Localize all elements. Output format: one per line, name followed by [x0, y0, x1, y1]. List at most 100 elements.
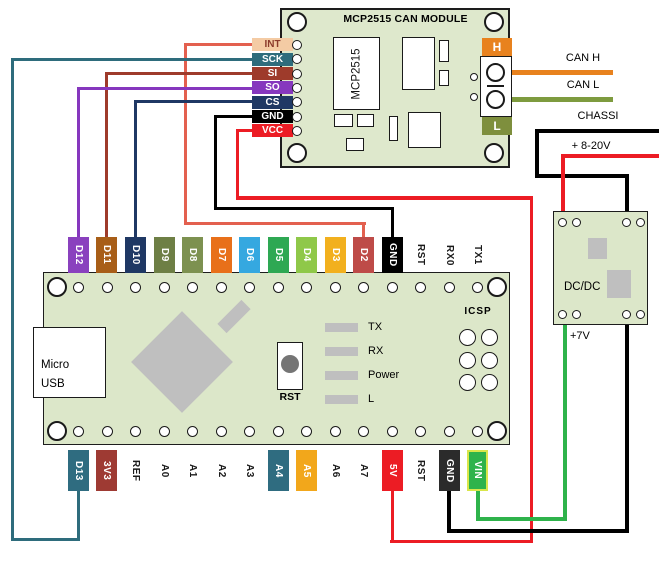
- mcp-pin-vcc: VCC: [252, 124, 293, 137]
- arduino-pin-hole: [443, 425, 455, 437]
- supply-wire: [561, 154, 659, 158]
- pin-d8: D8: [182, 237, 203, 273]
- arduino-pin-hole: [215, 425, 227, 437]
- chassis-wire: [535, 174, 629, 178]
- int-wire: [362, 222, 365, 238]
- icsp-pin-hole: [480, 373, 498, 391]
- usb-label-line2: USB: [41, 377, 65, 390]
- pin-d10: D10: [125, 237, 146, 273]
- arduino-pin-hole: [329, 425, 341, 437]
- pin-a6: A6: [330, 463, 341, 478]
- module-pin-hole: [292, 126, 302, 136]
- gnd-wire: [391, 207, 394, 238]
- dcdc-pin-hole: [621, 309, 631, 319]
- module-component: [439, 70, 449, 86]
- arduino-pin-hole: [130, 425, 142, 437]
- dcdc-pin-hole: [621, 217, 631, 227]
- pin-d5: D5: [268, 237, 289, 273]
- vcc-wire: [390, 539, 533, 543]
- vcc-wire: [236, 196, 533, 200]
- arduino-pin-hole: [101, 425, 113, 437]
- arduino-pin-hole: [244, 281, 256, 293]
- sck-wire: [77, 489, 80, 541]
- icsp-pin-hole: [480, 328, 498, 346]
- module-component: [439, 40, 449, 62]
- mcp-pin-so: SO: [252, 81, 293, 94]
- arduino-pin-hole: [301, 281, 313, 293]
- dcdc-pin-hole: [635, 217, 645, 227]
- mcp-pin-int: INT: [252, 38, 293, 51]
- pin-gnd-bottom: GND: [439, 450, 460, 491]
- vout-wire: [476, 517, 567, 521]
- arduino-pin-hole: [386, 425, 398, 437]
- supply-label: + 8-20V: [571, 140, 611, 152]
- pin-a0: A0: [159, 463, 170, 478]
- icsp-pin-hole: [458, 328, 476, 346]
- terminal-divider: [487, 85, 504, 87]
- mcp-pin-sck: SCK: [252, 53, 293, 66]
- icsp-pin-hole: [480, 351, 498, 369]
- cs-wire: [134, 100, 252, 103]
- mcp2515-chip: MCP2515: [333, 37, 380, 110]
- mounting-hole: [487, 277, 507, 297]
- mcp2515-chip-label: MCP2515: [350, 47, 363, 100]
- vcc-wire: [236, 129, 252, 132]
- module-component: [408, 112, 441, 148]
- vcc-wire: [236, 129, 239, 199]
- module-component: [389, 116, 398, 141]
- dcdc-gnd-wire: [447, 489, 451, 533]
- vout-label: +7V: [570, 330, 590, 342]
- pin-d12: D12: [68, 237, 89, 273]
- arduino-pin-hole: [73, 425, 84, 437]
- can-l-wire: [504, 97, 613, 102]
- reset-button-cap: [281, 355, 299, 373]
- arduino-pin-hole: [415, 281, 427, 293]
- arduino-pin-hole: [101, 281, 113, 293]
- arduino-pin-hole: [158, 281, 170, 293]
- dcdc-label: DC/DC: [564, 281, 601, 293]
- dcdc-pin-hole: [557, 217, 567, 227]
- pin-a5: A5: [296, 450, 317, 491]
- pin-a1: A1: [187, 463, 198, 478]
- module-component: [402, 37, 435, 90]
- dcdc-pin-hole: [557, 309, 567, 319]
- so-wire: [77, 87, 252, 90]
- icsp-pin-hole: [458, 373, 476, 391]
- mcp-pin-cs: CS: [252, 96, 293, 109]
- sck-wire: [11, 58, 14, 541]
- module-pin-hole: [292, 54, 302, 64]
- pin-vin: VIN: [467, 450, 488, 491]
- arduino-pin-hole: [386, 281, 398, 293]
- pin-tx1: TX1: [472, 245, 483, 265]
- led-tx-label: TX: [368, 321, 383, 333]
- led-power: [325, 371, 358, 380]
- mounting-hole: [487, 421, 507, 441]
- mounting-hole: [287, 143, 307, 163]
- mcp-pin-gnd: GND: [252, 110, 293, 123]
- dcdc-gnd-wire: [447, 529, 629, 533]
- reset-button-label: RST: [279, 391, 301, 403]
- arduino-pin-hole: [73, 281, 84, 293]
- arduino-pin-hole: [472, 281, 484, 293]
- terminal-l-label: L: [482, 117, 512, 135]
- arduino-pin-hole: [130, 281, 142, 293]
- can-h-wire: [504, 70, 613, 75]
- arduino-pin-hole: [244, 425, 256, 437]
- led-power-label: Power: [368, 369, 400, 381]
- int-wire: [184, 43, 187, 225]
- pin-rst-top: RST: [415, 244, 426, 266]
- pin-d13: D13: [68, 450, 89, 491]
- dcdc-board: [553, 211, 648, 325]
- dcdc-pin-hole: [571, 217, 581, 227]
- gnd-wire: [214, 115, 217, 210]
- led-tx: [325, 323, 358, 332]
- module-pin-hole: [470, 93, 478, 101]
- arduino-pin-hole: [187, 281, 199, 293]
- module-pin-hole: [292, 83, 302, 93]
- pin-ref: REF: [130, 459, 141, 482]
- vout-wire: [476, 489, 480, 521]
- can-h-label: CAN H: [565, 52, 601, 64]
- mounting-hole: [287, 12, 307, 32]
- module-pin-hole: [292, 69, 302, 79]
- icsp-label: ICSP: [464, 306, 492, 317]
